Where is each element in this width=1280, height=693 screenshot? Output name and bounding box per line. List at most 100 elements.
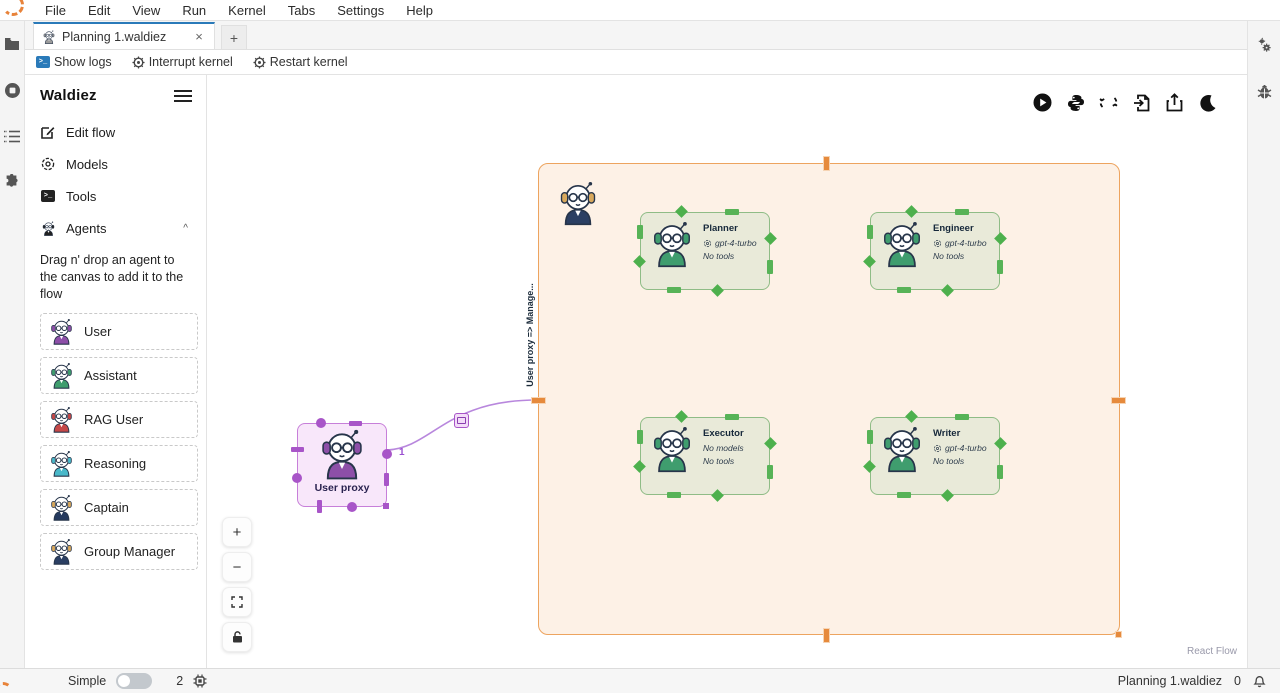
node-title: Planner bbox=[703, 223, 738, 234]
bell-icon[interactable] bbox=[1253, 674, 1266, 688]
node-tools: No tools bbox=[933, 251, 965, 261]
connection-handle[interactable] bbox=[997, 260, 1003, 275]
zoom-out-button[interactable]: − bbox=[222, 552, 252, 582]
group-resize-handle-top[interactable] bbox=[823, 156, 830, 171]
chevron-up-icon[interactable]: ^ bbox=[183, 222, 188, 234]
menu-help[interactable]: Help bbox=[406, 2, 433, 18]
menu-view[interactable]: View bbox=[132, 2, 161, 18]
sidebar-item-edit-flow[interactable]: Edit flow bbox=[40, 118, 198, 146]
edge-label[interactable]: User proxy => Manage... bbox=[525, 283, 535, 387]
flow-canvas[interactable]: 1 User proxy => Manage... Planner bbox=[207, 75, 1247, 668]
menu-run[interactable]: Run bbox=[182, 2, 207, 18]
connection-handle[interactable] bbox=[384, 473, 389, 487]
palette-agent-assistant[interactable]: Assistant bbox=[40, 356, 198, 394]
node-title: Writer bbox=[933, 428, 961, 439]
connection-handle[interactable] bbox=[637, 225, 643, 240]
node-model: No models bbox=[703, 443, 744, 453]
convert-to-python-icon[interactable] bbox=[1066, 93, 1085, 112]
group-resize-handle-left[interactable] bbox=[531, 397, 546, 404]
connection-handle[interactable] bbox=[997, 465, 1003, 480]
connection-handle[interactable] bbox=[315, 418, 326, 428]
sidebar-item-agents[interactable]: Agents ^ bbox=[40, 214, 198, 242]
connection-handle[interactable] bbox=[867, 225, 873, 240]
show-logs-button[interactable]: >_ Show logs bbox=[36, 55, 112, 69]
palette-agent-captain[interactable]: Captain bbox=[40, 488, 198, 526]
palette-agent-group-manager[interactable]: Group Manager bbox=[40, 532, 198, 570]
notification-count: 0 bbox=[1234, 674, 1241, 688]
new-tab-button[interactable]: + bbox=[221, 25, 247, 49]
interrupt-kernel-button[interactable]: Interrupt kernel bbox=[132, 55, 233, 69]
connection-handle[interactable] bbox=[867, 430, 873, 445]
assistant-agent-avatar bbox=[48, 362, 75, 389]
connection-handle[interactable] bbox=[347, 502, 358, 512]
menu-tabs[interactable]: Tabs bbox=[287, 2, 316, 18]
kernel-chip-icon[interactable] bbox=[193, 674, 207, 688]
node-model: gpt-4-turbo bbox=[715, 238, 757, 248]
connection-handle[interactable] bbox=[317, 500, 323, 513]
connection-handle[interactable] bbox=[291, 446, 304, 452]
convert-to-notebook-icon[interactable] bbox=[1099, 93, 1118, 112]
agent-node-user-proxy[interactable]: User proxy bbox=[291, 418, 392, 513]
connection-handle[interactable] bbox=[725, 414, 740, 420]
waldiez-spinner-logo bbox=[0, 682, 13, 693]
group-resize-handle-right[interactable] bbox=[1111, 397, 1126, 404]
import-flow-icon[interactable] bbox=[1132, 93, 1151, 112]
run-flow-icon[interactable] bbox=[1033, 93, 1052, 112]
palette-agent-reasoning[interactable]: Reasoning bbox=[40, 444, 198, 482]
node-tools: No tools bbox=[703, 251, 735, 261]
connection-handle[interactable] bbox=[292, 473, 302, 484]
sidebar-item-tools[interactable]: >_ Tools bbox=[40, 182, 198, 210]
agent-node-planner[interactable]: Planner gpt-4-turbo No tools bbox=[633, 205, 777, 297]
extensions-icon[interactable] bbox=[2, 172, 22, 192]
lock-button[interactable] bbox=[222, 622, 252, 652]
running-sessions-icon[interactable] bbox=[2, 80, 22, 100]
connection-handle[interactable] bbox=[666, 492, 681, 498]
connection-handle[interactable] bbox=[767, 260, 773, 275]
connection-handle[interactable] bbox=[896, 287, 911, 293]
agent-node-writer[interactable]: Writer gpt-4-turbo No tools bbox=[863, 410, 1007, 502]
table-of-contents-icon[interactable] bbox=[2, 126, 22, 146]
hamburger-menu-icon[interactable] bbox=[174, 89, 192, 102]
menu-file[interactable]: File bbox=[45, 2, 66, 18]
menu-kernel[interactable]: Kernel bbox=[228, 2, 266, 18]
menu-items: File Edit View Run Kernel Tabs Settings … bbox=[34, 1, 444, 20]
connection-handle[interactable] bbox=[767, 465, 773, 480]
agent-node-engineer[interactable]: Engineer gpt-4-turbo No tools bbox=[863, 205, 1007, 297]
agent-node-executor[interactable]: Executor No models No tools bbox=[633, 410, 777, 502]
statusbar-file-name[interactable]: Planning 1.waldiez bbox=[1117, 674, 1223, 688]
connection-handle[interactable] bbox=[955, 209, 970, 215]
tab-close-icon[interactable]: × bbox=[195, 29, 203, 44]
group-resize-handle-corner[interactable] bbox=[1115, 631, 1122, 638]
connection-handle[interactable] bbox=[725, 209, 740, 215]
property-inspector-icon[interactable] bbox=[1254, 35, 1274, 55]
palette-agent-user[interactable]: User bbox=[40, 312, 198, 350]
group-resize-handle-bottom[interactable] bbox=[823, 628, 830, 643]
fit-view-button[interactable] bbox=[222, 587, 252, 617]
resize-handle[interactable] bbox=[383, 503, 389, 509]
restart-kernel-button[interactable]: Restart kernel bbox=[253, 55, 348, 69]
debugger-icon[interactable] bbox=[1254, 82, 1274, 102]
connection-handle[interactable] bbox=[382, 448, 392, 459]
sidebar-item-models[interactable]: Models bbox=[40, 150, 198, 178]
status-bar: Simple 2 Planning 1.waldiez 0 bbox=[0, 668, 1280, 693]
connection-handle[interactable] bbox=[349, 421, 363, 426]
export-flow-icon[interactable] bbox=[1165, 93, 1184, 112]
simple-mode-toggle[interactable] bbox=[116, 673, 153, 689]
models-icon bbox=[40, 157, 56, 171]
group-manager-container-node[interactable] bbox=[538, 163, 1120, 635]
palette-agent-rag-user[interactable]: RAG User bbox=[40, 400, 198, 438]
menu-settings[interactable]: Settings bbox=[337, 2, 385, 18]
connection-handle[interactable] bbox=[666, 287, 681, 293]
tab-title: Planning 1.waldiez bbox=[62, 29, 167, 44]
zoom-in-button[interactable]: + bbox=[222, 517, 252, 547]
connection-handle[interactable] bbox=[955, 414, 970, 420]
dark-mode-icon[interactable] bbox=[1198, 93, 1217, 112]
agents-icon bbox=[40, 221, 56, 236]
file-browser-icon[interactable] bbox=[2, 34, 22, 54]
react-flow-attribution[interactable]: React Flow bbox=[1186, 646, 1237, 657]
edge-message-icon[interactable] bbox=[454, 413, 469, 428]
tab-planning-waldiez[interactable]: Planning 1.waldiez × bbox=[33, 22, 215, 49]
connection-handle[interactable] bbox=[896, 492, 911, 498]
menu-edit[interactable]: Edit bbox=[87, 2, 111, 18]
connection-handle[interactable] bbox=[637, 430, 643, 445]
